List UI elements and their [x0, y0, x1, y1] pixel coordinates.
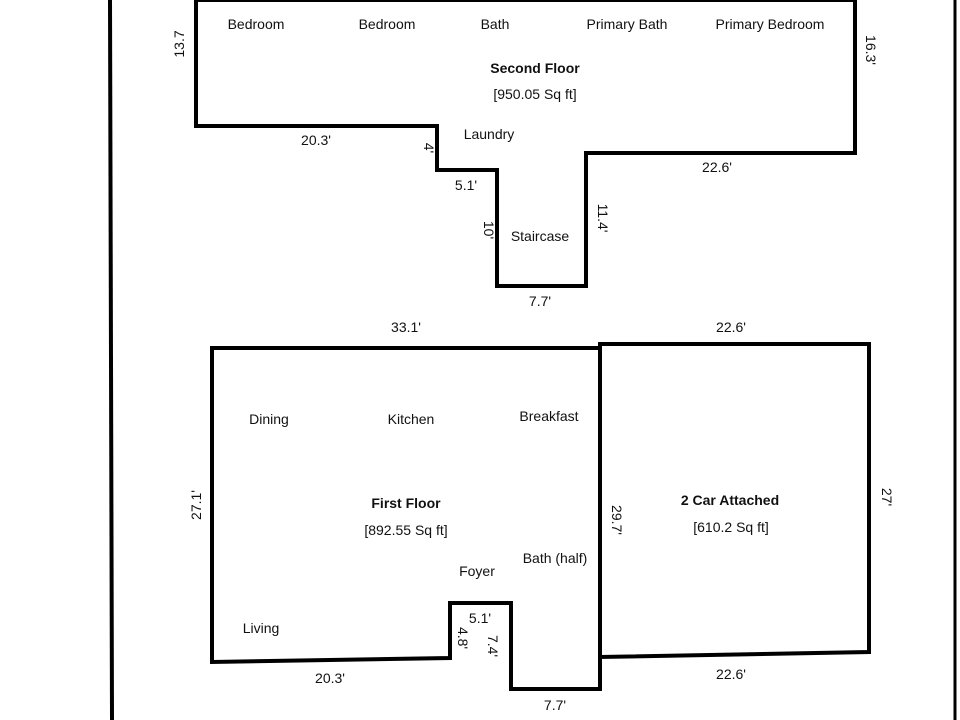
room-label: Dining — [249, 411, 289, 427]
room-label: Bath — [481, 16, 510, 32]
dimension-label: 4' — [421, 143, 437, 153]
first-floor-outline — [210, 346, 602, 691]
dimension-label: 7.7' — [544, 697, 566, 713]
room-label: Breakfast — [519, 408, 578, 424]
room-label: Kitchen — [388, 411, 435, 427]
room-label: Staircase — [511, 228, 570, 244]
dimension-label: 4.8' — [455, 627, 471, 649]
room-label: Bedroom — [228, 16, 285, 32]
room-label: Primary Bedroom — [716, 16, 825, 32]
garage-area: [610.2 Sq ft] — [693, 519, 769, 535]
dimension-label: 7.4' — [485, 635, 501, 657]
room-label: Bedroom — [359, 16, 416, 32]
room-label: Foyer — [459, 563, 495, 579]
second-floor-outline — [194, 0, 857, 288]
room-label: Primary Bath — [587, 16, 668, 32]
dimension-label: 27.1' — [188, 490, 204, 520]
dimension-label: 5.1' — [469, 610, 491, 626]
dimension-label: 13.7 — [171, 30, 187, 57]
page-border-left — [108, 0, 114, 720]
dimension-label: 11.4' — [595, 204, 611, 233]
garage-outline — [598, 342, 871, 660]
dimension-label: 10' — [481, 221, 497, 239]
dimension-label: 22.6' — [716, 666, 746, 682]
garage-title: 2 Car Attached — [681, 492, 779, 508]
dimension-label: 22.6' — [702, 159, 732, 175]
dimension-label: 22.6' — [716, 319, 746, 335]
room-label: Bath (half) — [523, 550, 588, 566]
floor-area: [950.05 Sq ft] — [493, 86, 576, 102]
dimension-label: 27' — [879, 488, 895, 506]
dimension-label: 29.7' — [609, 505, 625, 535]
room-label: Laundry — [464, 126, 515, 142]
dimension-label: 7.7' — [529, 293, 551, 309]
floor-title: First Floor — [371, 495, 441, 511]
floor-area: [892.55 Sq ft] — [364, 522, 447, 538]
dimension-label: 33.1' — [391, 319, 421, 335]
dimension-label: 20.3' — [315, 670, 345, 686]
dimension-label: 16.3' — [863, 35, 879, 65]
floor-title: Second Floor — [490, 60, 580, 76]
dimension-label: 20.3' — [301, 132, 331, 148]
dimension-label: 5.1' — [455, 177, 477, 193]
room-label: Living — [243, 620, 280, 636]
